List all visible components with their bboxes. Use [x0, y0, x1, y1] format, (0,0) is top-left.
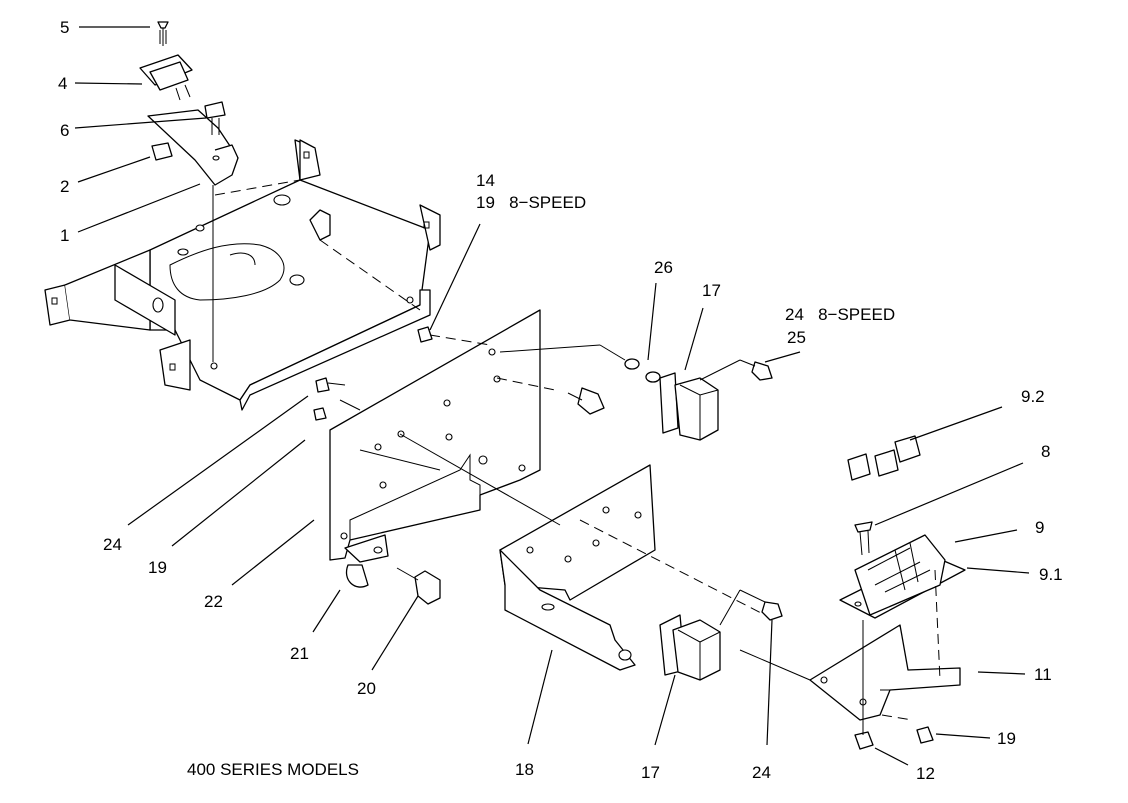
callout-labels: 5 4 6 2 1 14 19 8−SPEED 26 17 24 8−SPEED… — [58, 18, 1063, 783]
fasteners-left — [313, 326, 605, 605]
diagram-caption: 400 SERIES MODELS — [187, 760, 359, 779]
callout-11: 11 — [1034, 665, 1052, 684]
callout-24-8-speed: 24 8−SPEED — [785, 305, 895, 324]
relay-upper — [624, 358, 773, 441]
callout-17-top: 17 — [702, 281, 721, 300]
callout-26: 26 — [654, 258, 673, 277]
relay-lower — [659, 601, 783, 681]
callout-6: 6 — [60, 121, 69, 140]
callout-9-2: 9.2 — [1021, 387, 1045, 406]
callout-20: 20 — [357, 679, 376, 698]
callout-24-bottom: 24 — [752, 763, 771, 782]
callout-12: 12 — [916, 764, 935, 783]
callout-17-bottom: 17 — [641, 763, 660, 782]
switch-assembly — [139, 21, 239, 362]
right-assembly — [809, 435, 966, 750]
assembly-lines — [214, 179, 864, 735]
leader-lines — [74, 26, 1030, 766]
callout-8: 8 — [1041, 442, 1050, 461]
callout-9-1: 9.1 — [1039, 565, 1063, 584]
callout-14: 14 — [476, 171, 495, 190]
callout-24-left: 24 — [103, 535, 122, 554]
callout-19-8-speed: 19 8−SPEED — [476, 193, 586, 212]
callout-5: 5 — [60, 18, 69, 37]
main-mounting-plate — [44, 139, 441, 411]
callout-2: 2 — [60, 177, 69, 196]
callout-25: 25 — [787, 328, 806, 347]
callout-22: 22 — [204, 592, 223, 611]
callout-19-right: 19 — [997, 729, 1016, 748]
callout-1: 1 — [60, 226, 69, 245]
callout-9: 9 — [1035, 518, 1044, 537]
bracket-18 — [499, 464, 656, 671]
callout-19-left: 19 — [148, 558, 167, 577]
callout-4: 4 — [58, 74, 67, 93]
callout-18: 18 — [515, 760, 534, 779]
panel-22 — [329, 309, 541, 588]
callout-21: 21 — [290, 644, 309, 663]
